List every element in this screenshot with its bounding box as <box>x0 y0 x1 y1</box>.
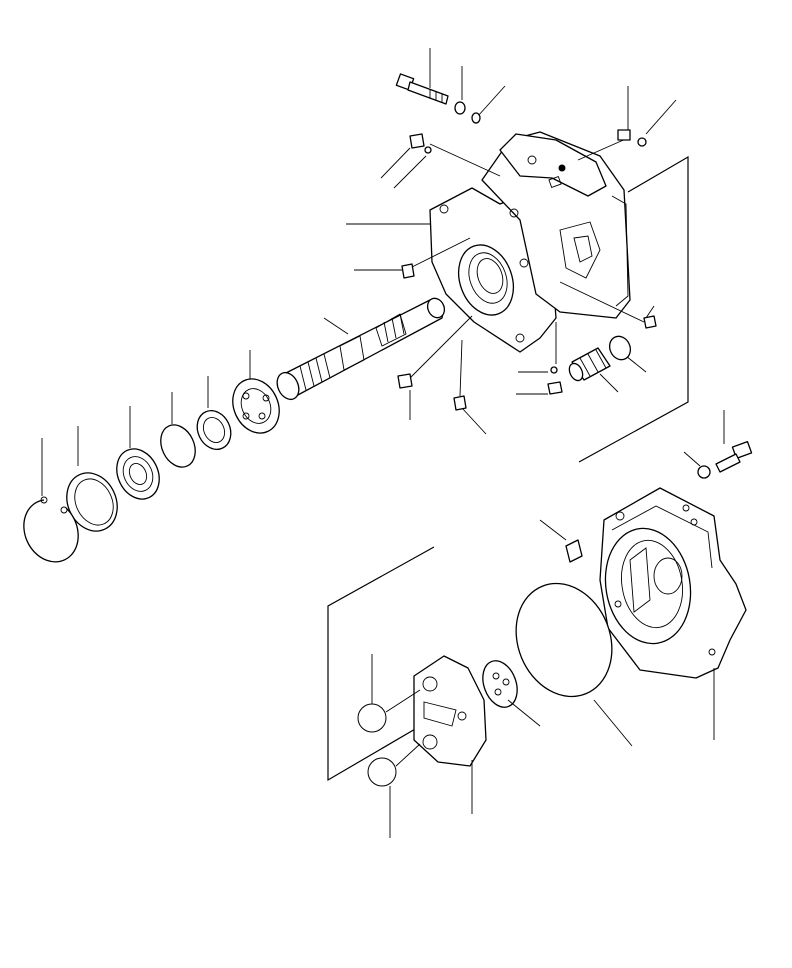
fittings-left <box>397 133 467 411</box>
plug-top-right <box>617 129 647 147</box>
end-cover <box>599 487 747 679</box>
cylinder-block <box>482 660 518 708</box>
hex-bolt-top <box>395 73 449 105</box>
dowel-pin <box>565 539 583 563</box>
oil-seal <box>116 448 160 500</box>
retaining-ring-inner <box>66 472 118 532</box>
pump-case <box>429 131 631 353</box>
spring-sleeve <box>568 347 611 382</box>
o-ring-small <box>160 424 196 468</box>
washers-top <box>454 101 481 124</box>
leader-lines-upper <box>41 48 677 496</box>
callout-circles <box>357 703 397 787</box>
bolt-lower-right <box>697 440 753 479</box>
group-bracket-lower <box>327 546 435 782</box>
bearing <box>232 378 280 434</box>
plug-small <box>547 315 657 395</box>
drive-shaft <box>276 297 446 401</box>
group-bracket-upper <box>578 155 689 463</box>
leader-lines-lower <box>371 410 725 838</box>
spacer-ring <box>196 410 232 450</box>
snap-ring <box>23 496 79 563</box>
valve-plate <box>413 655 487 767</box>
o-ring-large <box>515 582 613 698</box>
o-ring-right <box>608 335 632 361</box>
